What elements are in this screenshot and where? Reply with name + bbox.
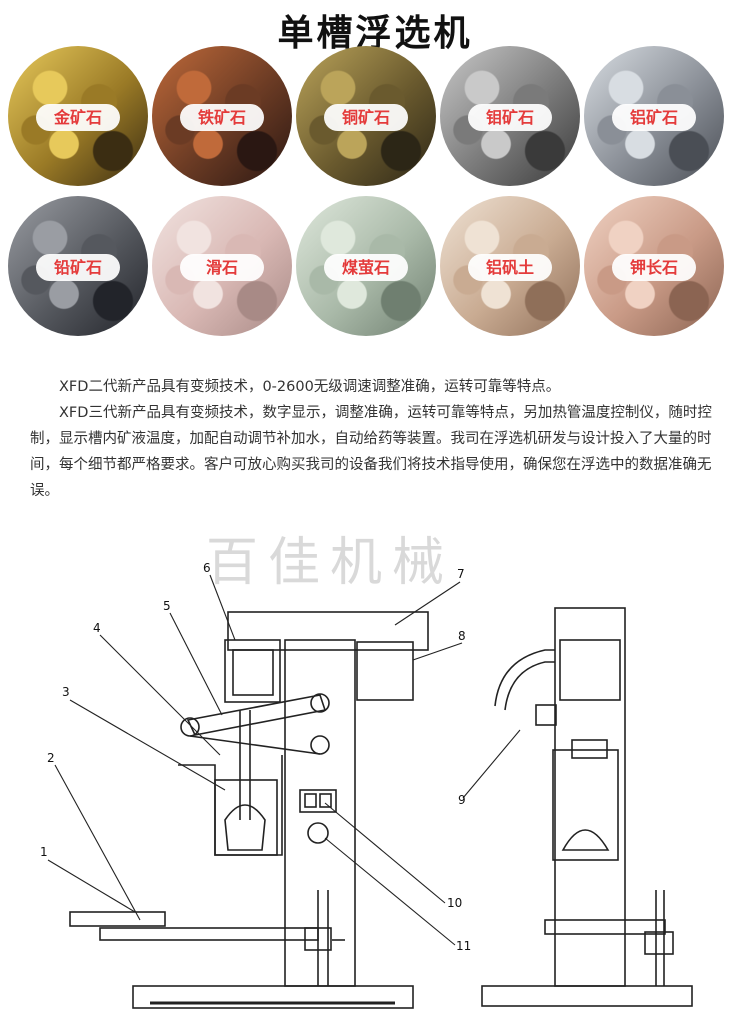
side-view-column <box>554 607 626 987</box>
part-label-8: 8 <box>458 629 466 643</box>
watermark-text: 百佳机械 <box>206 533 454 593</box>
machine-column <box>284 639 356 987</box>
mineral-label: 钼矿石 <box>468 104 552 131</box>
control-box <box>356 641 414 701</box>
mineral-sample: 滑石 <box>152 196 292 336</box>
part-label-9: 9 <box>458 793 466 807</box>
part-label-6: 6 <box>203 561 211 575</box>
mineral-sample: 钾长石 <box>584 196 724 336</box>
mineral-label: 铝矿石 <box>612 104 696 131</box>
machine-base <box>132 985 414 1009</box>
mineral-label: 铁矿石 <box>180 104 264 131</box>
mineral-label: 铜矿石 <box>324 104 408 131</box>
mineral-sample: 钼矿石 <box>440 46 580 186</box>
part-label-10: 10 <box>447 896 462 910</box>
mineral-sample: 煤萤石 <box>296 196 436 336</box>
description-paragraph-1: XFD二代新产品具有变频技术，0-2600无级调速调整准确，运转可靠等特点。 <box>59 379 561 395</box>
part-label-11: 11 <box>456 939 471 953</box>
mineral-label: 金矿石 <box>36 104 120 131</box>
lift-platform <box>69 911 166 927</box>
panel-display <box>299 789 337 813</box>
mineral-sample: 铜矿石 <box>296 46 436 186</box>
part-label-1: 1 <box>40 845 48 859</box>
part-label-5: 5 <box>163 599 171 613</box>
product-description: XFD二代新产品具有变频技术，0-2600无级调速调整准确，运转可靠等特点。 X… <box>30 374 730 504</box>
mineral-label: 铝矾土 <box>468 254 552 281</box>
mineral-label: 煤萤石 <box>324 254 408 281</box>
motor <box>224 639 281 703</box>
flotation-tank <box>178 755 283 856</box>
description-paragraph-2: XFD三代新产品具有变频技术，数字显示，调整准确，运转可靠等特点，另加热管温度控… <box>30 405 712 499</box>
mineral-sample: 铝矾土 <box>440 196 580 336</box>
flotation-machine-drawing: 百佳机械 <box>40 533 693 1009</box>
mineral-sample: 铝矿石 <box>584 46 724 186</box>
mineral-label: 滑石 <box>180 254 264 281</box>
motor-head <box>227 611 429 651</box>
mineral-sample: 金矿石 <box>8 46 148 186</box>
drive-belt <box>186 694 327 736</box>
part-label-3: 3 <box>62 685 70 699</box>
part-label-2: 2 <box>47 751 55 765</box>
part-label-7: 7 <box>457 567 465 581</box>
speed-knob <box>307 822 329 844</box>
mineral-label: 铅矿石 <box>36 254 120 281</box>
part-label-4: 4 <box>93 621 101 635</box>
side-view-base <box>481 985 693 1007</box>
mineral-sample: 铅矿石 <box>8 196 148 336</box>
mineral-sample: 铁矿石 <box>152 46 292 186</box>
mineral-label: 钾长石 <box>612 254 696 281</box>
mineral-grid: 金矿石 铁矿石 铜矿石 钼矿石 铝矿石铅矿石 滑石 煤萤石 铝矾土 钾长石 <box>0 44 750 344</box>
side-view-tank <box>552 749 619 861</box>
